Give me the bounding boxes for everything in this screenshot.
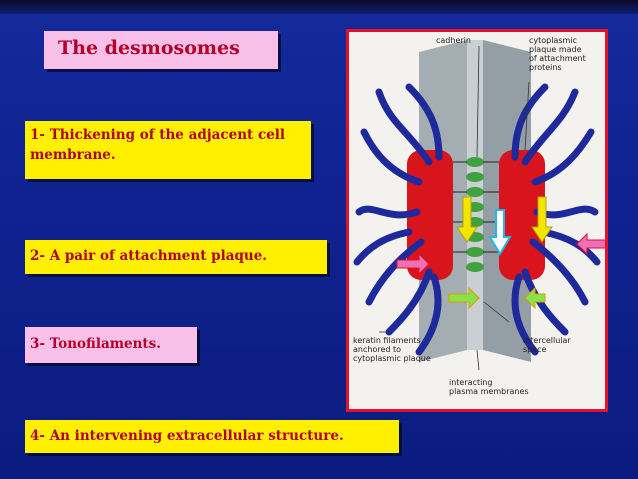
point-2: 2- A pair of attachment plaque. bbox=[25, 240, 327, 274]
point-4: 4- An intervening extracellular structur… bbox=[25, 420, 399, 453]
slide-title: The desmosomes bbox=[44, 31, 278, 69]
label-keratin-filaments: keratin filaments anchored to cytoplasmi… bbox=[353, 336, 431, 363]
label-cadherin: cadherin bbox=[436, 36, 471, 45]
label-plasma-membranes: interacting plasma membranes bbox=[449, 378, 529, 396]
keratin-filaments bbox=[353, 83, 601, 356]
label-intercellular-space: intercellular space bbox=[523, 336, 571, 354]
leader-lines bbox=[379, 45, 530, 371]
point-3: 3- Tonofilaments. bbox=[25, 327, 197, 363]
desmosome-diagram: cadherin cytoplasmic plaque made of atta… bbox=[346, 29, 608, 412]
top-bar bbox=[0, 0, 638, 14]
point-1: 1- Thickening of the adjacent cell membr… bbox=[25, 121, 311, 179]
annotation-arrows bbox=[396, 196, 605, 310]
desmosome-illustration bbox=[353, 40, 605, 371]
label-cytoplasmic-plaque: cytoplasmic plaque made of attachment pr… bbox=[529, 36, 586, 72]
